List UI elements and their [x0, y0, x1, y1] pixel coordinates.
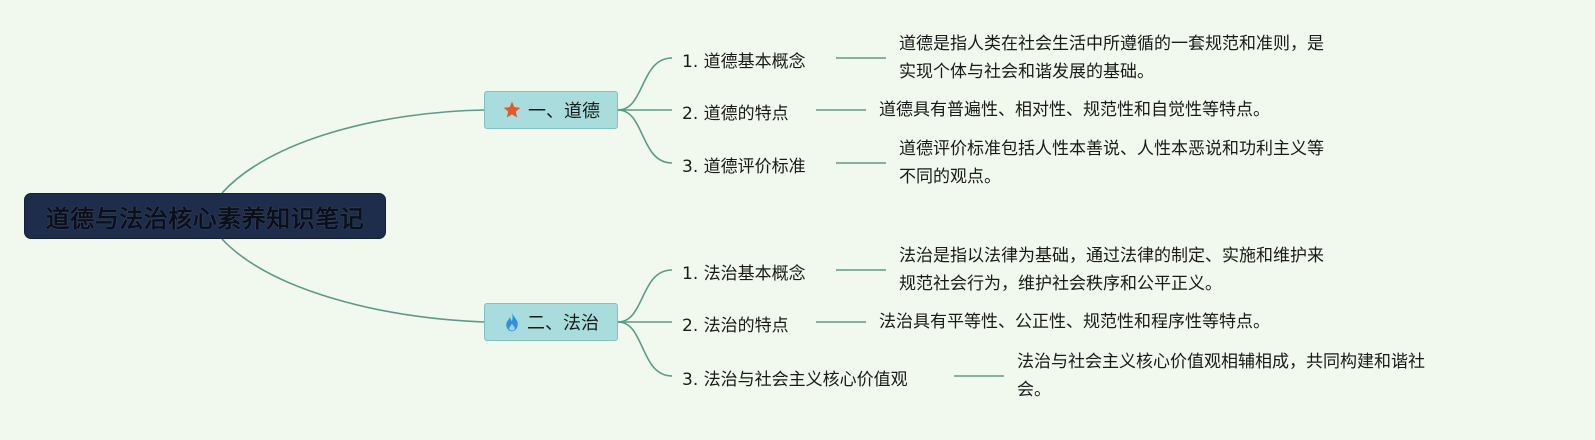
topic-morality-concept[interactable]: 1. 道德基本概念: [682, 52, 806, 72]
branch-label: 二、法治: [527, 313, 599, 334]
connector-branch-2-topic-1: [617, 269, 673, 323]
connector-branch-1-topic-3: [617, 109, 673, 164]
connector-branch-2-topic-3: [617, 321, 673, 377]
topic-morality-features[interactable]: 2. 道德的特点: [682, 104, 789, 124]
desc-law-features: 法治具有平等性、公正性、规范性和程序性等特点。: [879, 308, 1270, 336]
desc-line: 法治与社会主义核心价值观相辅相成，共同构建和谐社: [1017, 352, 1425, 372]
desc-line: 道德具有普遍性、相对性、规范性和自觉性等特点。: [879, 100, 1270, 120]
root-title: 道德与法治核心素养知识笔记: [45, 204, 365, 233]
desc-line: 不同的观点。: [899, 167, 1001, 187]
fire-icon: [503, 312, 521, 332]
branch-node-rule-of-law[interactable]: 二、法治: [484, 303, 618, 341]
desc-line: 法治是指以法律为基础，通过法律的制定、实施和维护来: [899, 246, 1324, 266]
topic-morality-standards[interactable]: 3. 道德评价标准: [682, 157, 806, 177]
desc-law-core-values: 法治与社会主义核心价值观相辅相成，共同构建和谐社 会。: [1017, 348, 1425, 404]
desc-morality-features: 道德具有普遍性、相对性、规范性和自觉性等特点。: [879, 96, 1270, 124]
desc-line: 道德是指人类在社会生活中所遵循的一套规范和准则，是: [899, 34, 1324, 54]
star-icon: [502, 100, 522, 120]
branch-node-morality[interactable]: 一、道德: [484, 91, 618, 129]
root-node[interactable]: 道德与法治核心素养知识笔记: [24, 193, 386, 239]
branch-label: 一、道德: [528, 101, 600, 122]
desc-line: 实现个体与社会和谐发展的基础。: [899, 62, 1154, 82]
desc-morality-standards: 道德评价标准包括人性本善说、人性本恶说和功利主义等 不同的观点。: [899, 135, 1324, 191]
connector-root-branch-1: [221, 109, 485, 194]
desc-line: 道德评价标准包括人性本善说、人性本恶说和功利主义等: [899, 139, 1324, 159]
topic-law-features[interactable]: 2. 法治的特点: [682, 316, 789, 336]
topic-law-concept[interactable]: 1. 法治基本概念: [682, 264, 806, 284]
desc-line: 会。: [1017, 380, 1051, 400]
desc-law-concept: 法治是指以法律为基础，通过法律的制定、实施和维护来 规范社会行为，维护社会秩序和…: [899, 242, 1324, 298]
desc-line: 法治具有平等性、公正性、规范性和程序性等特点。: [879, 312, 1270, 332]
connector-root-branch-2: [221, 238, 485, 323]
connector-branch-1-topic-1: [617, 57, 673, 111]
desc-morality-concept: 道德是指人类在社会生活中所遵循的一套规范和准则，是 实现个体与社会和谐发展的基础…: [899, 30, 1324, 86]
topic-law-core-values[interactable]: 3. 法治与社会主义核心价值观: [682, 370, 908, 390]
desc-line: 规范社会行为，维护社会秩序和公平正义。: [899, 274, 1222, 294]
